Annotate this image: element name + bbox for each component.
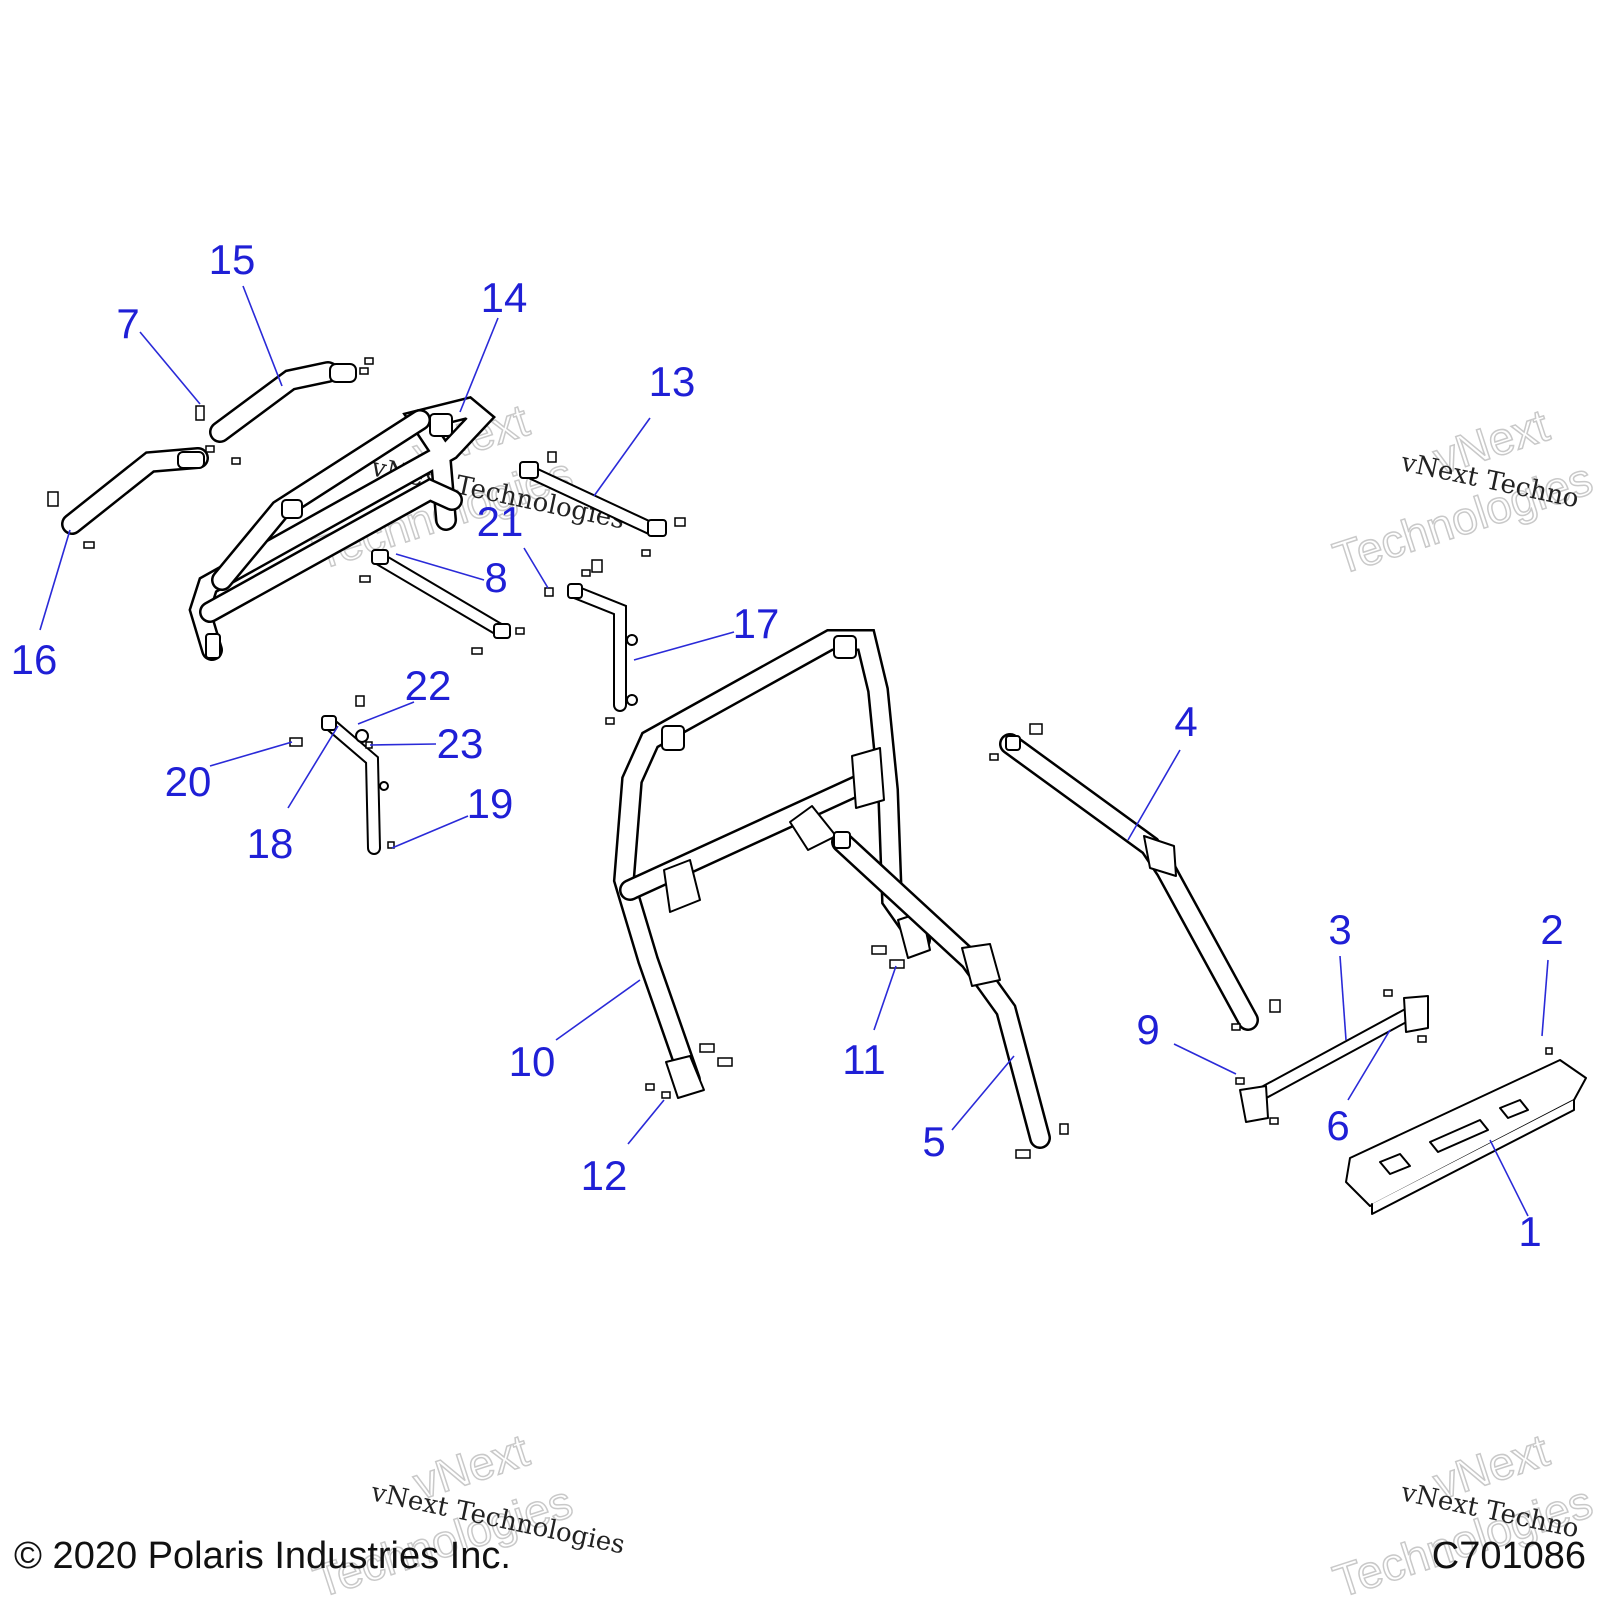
callout-labels: 1 2 3 4 5 6 7 8 9 10 11 12 13 14 15 16 1… — [11, 236, 1564, 1255]
callout-1: 1 — [1518, 1208, 1541, 1255]
callout-19: 19 — [467, 780, 514, 827]
callout-2: 2 — [1540, 906, 1563, 953]
part-13-cross-bar — [519, 451, 686, 557]
part-21-bolt — [544, 559, 603, 597]
part-12-nut — [645, 1083, 671, 1099]
callout-13: 13 — [649, 358, 696, 405]
callout-23: 23 — [437, 720, 484, 767]
callout-12: 12 — [581, 1152, 628, 1199]
callout-6: 6 — [1326, 1102, 1349, 1149]
part-3-brace — [1235, 989, 1429, 1125]
callout-3: 3 — [1328, 906, 1351, 953]
callout-21: 21 — [477, 498, 524, 545]
callout-8: 8 — [484, 554, 507, 601]
part-14-rear-roll-bar — [188, 395, 497, 661]
watermark-top-right: vNext Technologies vNext Techno — [1326, 398, 1599, 585]
callout-4: 4 — [1174, 698, 1197, 745]
callout-20: 20 — [165, 758, 212, 805]
callout-11: 11 — [842, 1036, 886, 1083]
callout-22: 22 — [405, 662, 452, 709]
part-7-bolt — [195, 405, 241, 465]
callout-10: 10 — [509, 1038, 556, 1085]
callout-14: 14 — [481, 274, 528, 321]
callout-5: 5 — [922, 1118, 945, 1165]
leader-lines — [39, 285, 1549, 1217]
callout-9: 9 — [1136, 1006, 1159, 1053]
callout-7: 7 — [116, 300, 139, 347]
callout-18: 18 — [247, 820, 294, 867]
part-15-tube — [209, 357, 374, 443]
part-8-brace — [359, 549, 525, 655]
callout-15: 15 — [209, 236, 256, 283]
callout-16: 16 — [11, 636, 58, 683]
part-16-tube — [47, 447, 209, 549]
copyright-notice: © 2020 Polaris Industries Inc. — [14, 1535, 511, 1577]
part-4-tube — [989, 723, 1281, 1031]
part-5-tube — [831, 831, 1069, 1159]
part-18-bracket — [289, 695, 395, 855]
figure-code: C701086 — [1432, 1535, 1586, 1577]
part-1-panel — [1345, 1047, 1587, 1215]
part-17-bracket — [567, 583, 638, 725]
callout-17: 17 — [733, 600, 780, 647]
part-10-front-roll-cage — [612, 629, 931, 1099]
